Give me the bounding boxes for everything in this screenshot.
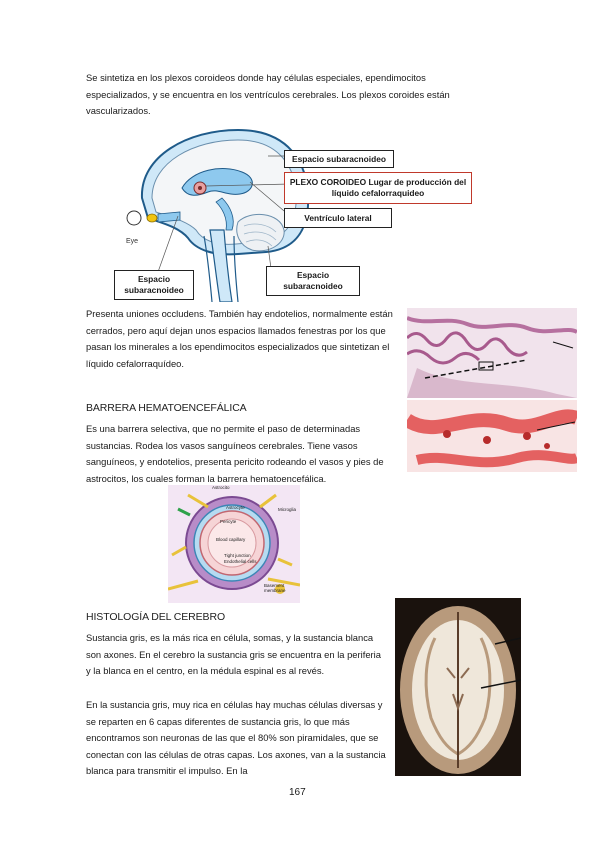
- micrograph-choroid-image: [407, 308, 577, 398]
- histology-paragraph-1: Sustancia gris, es la más rica en célula…: [86, 632, 381, 676]
- intro-paragraph: Se sintetiza en los plexos coroideos don…: [86, 72, 450, 116]
- label-choroid-plexus: PLEXO COROIDEO Lugar de producción del l…: [284, 172, 472, 204]
- label-subarachnoid-left: Espacio subaracnoideo: [114, 270, 194, 300]
- label-subarachnoid-right: Espacio subaracnoideo: [266, 266, 360, 296]
- bbb-label-blood-capillary: Blood capillary: [216, 537, 246, 542]
- bbb-paragraph: Es una barrera selectiva, que no permite…: [86, 423, 384, 484]
- plexus-paragraph: Presenta uniones occludens. También hay …: [86, 308, 393, 369]
- bbb-label-astrocyte-foot: Astrocyte: [226, 505, 245, 510]
- bbb-label-endothelial-cells: Endothelial cells: [224, 559, 257, 564]
- bbb-label-basement-membrane: Basement membrane: [264, 583, 286, 593]
- micrograph-stain-image: [407, 400, 577, 472]
- label-lateral-ventricle: Ventrículo lateral: [284, 208, 392, 228]
- choroid-plexus-micrograph: [407, 308, 577, 398]
- brain-sagittal-illustration: [126, 128, 310, 303]
- bbb-label-pericyte: Pericyte: [220, 519, 237, 524]
- blood-brain-barrier-diagram: Astrocito Astrocyte Pericyte Blood capil…: [168, 485, 300, 603]
- bbb-illustration: [168, 485, 300, 603]
- bbb-heading: BARRERA HEMATOENCEFÁLICA: [86, 402, 247, 414]
- histology-paragraph-2: En la sustancia gris, muy rica en célula…: [86, 699, 386, 776]
- stained-tissue-micrograph: [407, 400, 577, 472]
- label-subarachnoid-top: Espacio subaracnoideo: [284, 150, 394, 168]
- bbb-label-tight-junction: Tight junction: [224, 553, 251, 558]
- brain-section-photo: [395, 598, 521, 776]
- bbb-label-astrocyte: Astrocito: [212, 485, 230, 490]
- page-number: 167: [289, 787, 306, 798]
- eye-label: Eye: [126, 238, 139, 245]
- histology-heading: HISTOLOGÍA DEL CEREBRO: [86, 611, 226, 623]
- brain-section-image: [395, 598, 521, 776]
- bbb-label-microglia: Microglia: [278, 507, 297, 512]
- brain-csf-diagram: Eye Espacio subaracnoideo PLEXO COROIDEO…: [114, 126, 490, 303]
